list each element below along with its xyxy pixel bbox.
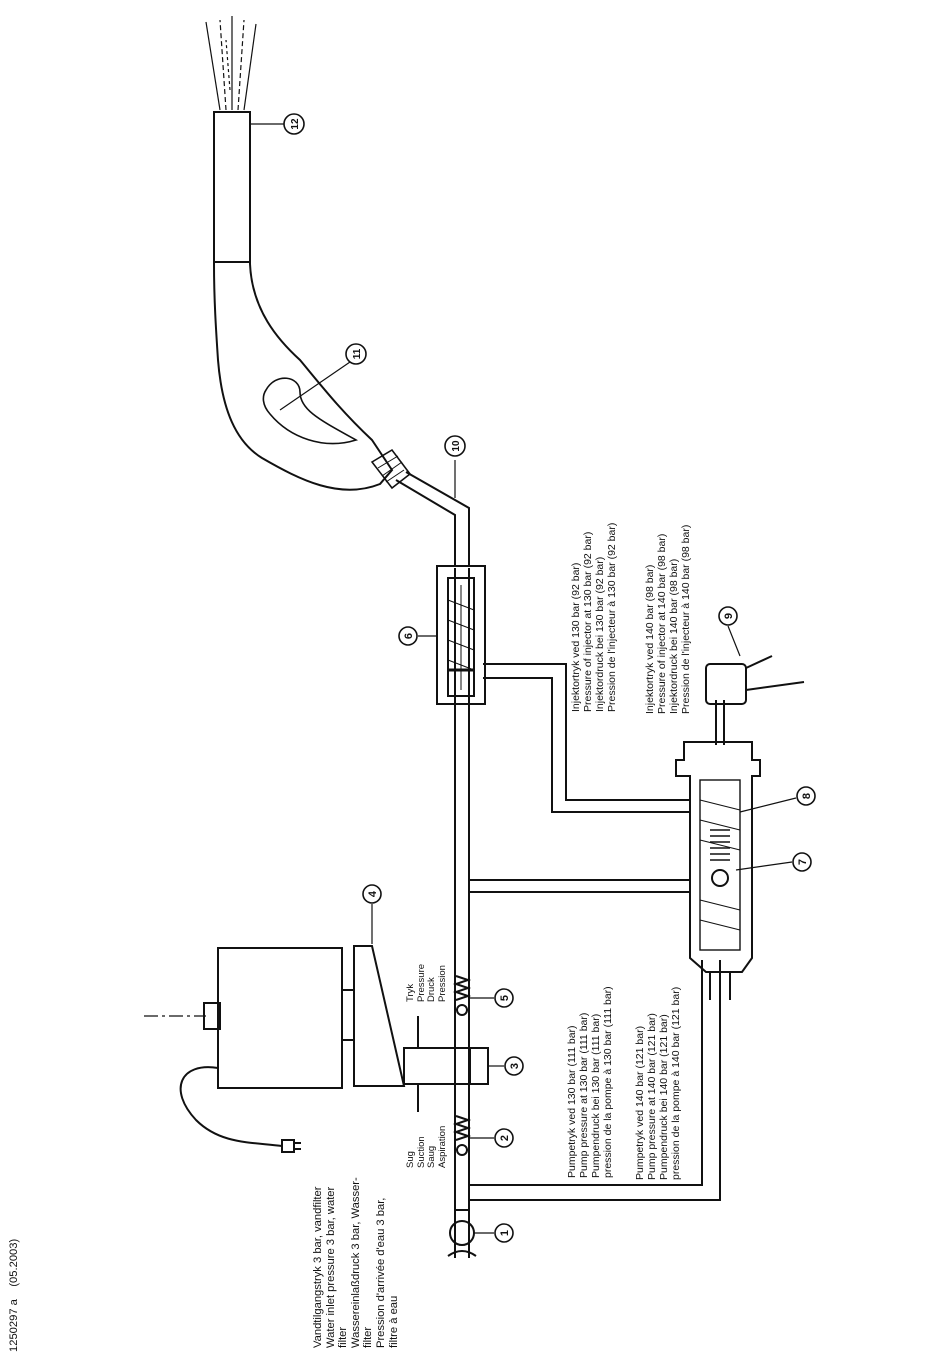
supply-pipe: [454, 568, 470, 1258]
leader-lines: [250, 123, 797, 1234]
water-inlet-line: filter: [337, 1326, 350, 1348]
water-inlet-line: filter: [362, 1326, 375, 1348]
pump-130-line: Pumpendruck bei 130 bar (111 bar): [590, 1013, 602, 1178]
suction-valve: [452, 1115, 472, 1156]
injector-pressure-140: Injektortryk ved 140 bar (98 bar) Pressu…: [644, 525, 692, 714]
motor: [144, 947, 354, 1089]
injector-pressure-130: Injektortryk ved 130 bar (92 bar) Pressu…: [570, 523, 618, 712]
injector-140-line: Injektordruck bei 140 bar (98 bar): [668, 558, 680, 714]
suction-line: Aspiration: [436, 1125, 448, 1168]
water-inlet-line: Pression d'arrivée d'eau 3 bar,: [374, 1197, 387, 1348]
pump-140-line: Pumpendruck bei 140 bar (121 bar): [658, 1014, 670, 1180]
pump-130-line: Pump pressure at 130 bar (111 bar): [578, 1012, 590, 1178]
gearbox: [353, 945, 406, 1087]
injector-130-line: Pressure of injector at 130 bar (92 bar): [582, 531, 594, 712]
doc-date: (05.2003): [8, 1238, 20, 1287]
water-inlet-line: Wassereinlaßdruck 3 bar, Wasser-: [349, 1177, 362, 1348]
pressure-valve: [452, 975, 472, 1016]
injector-130-line: Injektortryk ved 130 bar (92 bar): [570, 562, 582, 712]
document-id: 1250297 a (05.2003): [8, 1239, 21, 1352]
pump-pressure-140: Pumpetryk ved 140 bar (121 bar) Pump pre…: [634, 987, 682, 1180]
water-inlet-line: Water inlet pressure 3 bar, water: [324, 1186, 337, 1348]
high-pressure-hose: [395, 471, 470, 566]
pump-130-line: pression de la pompe à 130 bar (111 bar): [602, 986, 614, 1178]
pump-140-line: pression de la pompe à 140 bar (121 bar): [670, 986, 682, 1180]
injector-130-line: Injektordruck bei 130 bar (92 bar): [594, 556, 606, 712]
spray-jet: [205, 16, 257, 111]
pressure-line: Pression: [436, 965, 448, 1002]
injector-140-line: Pressure of injector at 140 bar (98 bar): [656, 533, 668, 714]
pump-head: [403, 1016, 489, 1112]
inlet-coupling: [447, 1209, 477, 1257]
pump-130-line: Pumpetryk ved 130 bar (111 bar): [566, 1025, 578, 1178]
injector-140-line: Pression de l'injecteur à 140 bar (98 ba…: [680, 524, 692, 714]
bypass-lines: [469, 663, 721, 1201]
pressure-label: Tryk Pressure Druck Pression: [405, 964, 448, 1002]
injector-block: [436, 565, 486, 705]
water-inlet-line: filtre à eau: [387, 1295, 400, 1348]
spray-gun: [213, 111, 412, 491]
pump-140-line: Pump pressure at 140 bar (121 bar): [646, 1013, 658, 1180]
suction-label: Sug Suction Saug Aspiration: [405, 1125, 448, 1168]
pressure-line: Tryk: [405, 983, 416, 1002]
pressure-line: Druck: [426, 977, 437, 1002]
water-inlet-line: Vandtilgangstryk 3 bar, vandfilter: [312, 1186, 324, 1348]
pump-pressure-130: Pumpetryk ved 130 bar (111 bar) Pump pre…: [566, 986, 614, 1178]
power-cable: [179, 1066, 301, 1153]
unloader-valve: [675, 700, 761, 1000]
micro-switch: [705, 655, 805, 705]
suction-line: Saug: [426, 1145, 437, 1168]
pump-140-line: Pumpetryk ved 140 bar (121 bar): [634, 1025, 646, 1180]
water-inlet-note: Vandtilgangstryk 3 bar, vandfilter Water…: [312, 1177, 400, 1348]
injector-140-line: Injektortryk ved 140 bar (98 bar): [644, 564, 656, 714]
doc-number: 1250297 a: [8, 1299, 20, 1352]
injector-130-line: Pression de l'injecteur à 130 bar (92 ba…: [606, 522, 618, 712]
suction-line: Sug: [405, 1151, 416, 1168]
